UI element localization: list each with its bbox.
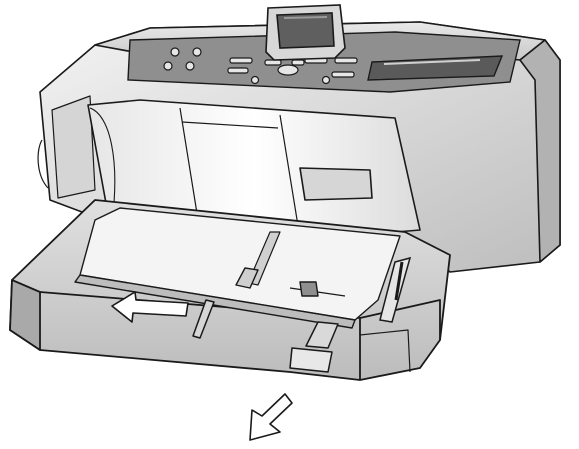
paper-width-guide [379, 256, 412, 323]
pull-out-arrow [249, 393, 293, 441]
lcd-screen [265, 4, 346, 61]
paper-length-guide [192, 299, 339, 373]
control-panel [127, 31, 521, 93]
slide-direction-arrow [111, 291, 189, 323]
paper-stack [74, 207, 401, 329]
